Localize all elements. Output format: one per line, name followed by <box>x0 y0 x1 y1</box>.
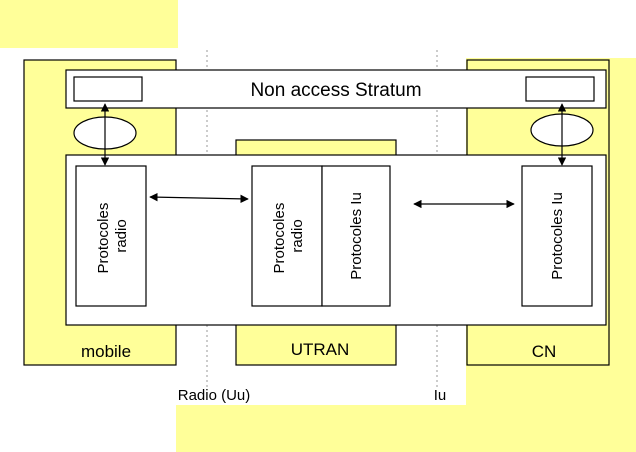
nas-cn-box <box>525 76 595 102</box>
iu-interface-label: Iu <box>434 387 447 404</box>
utran-radio-line-2: radio <box>289 219 306 252</box>
cn-label: CN <box>532 342 557 361</box>
utran-label: UTRAN <box>291 340 350 359</box>
utran-radio-line-1: Protocoles <box>271 203 288 274</box>
cn-protocol-box <box>521 165 593 307</box>
radio-interface-label: Radio (Uu) <box>178 387 251 404</box>
mobile-protocol-line-1: Protocoles <box>95 203 112 274</box>
mobile-label: mobile <box>81 342 131 361</box>
radio-peer-arrow <box>149 192 249 204</box>
nas-label: Non access Stratum <box>250 80 421 101</box>
utran-iu-protocol-label: Protocoles Iu <box>348 192 365 280</box>
background-band-bottom-left <box>0 405 178 452</box>
nas-mobile-box <box>73 76 143 102</box>
utran-iu-protocol-box <box>321 165 391 307</box>
background-band-bottom-middle <box>176 405 466 452</box>
mobile-protocol-label: Protocoles radio <box>95 198 130 273</box>
mobile-protocol-line-2: radio <box>113 219 130 252</box>
utran-radio-protocol-label: Protocoles radio <box>271 198 306 273</box>
background-band-top-left <box>0 0 178 48</box>
nas-bar <box>65 69 607 109</box>
mobile-protocol-box <box>75 165 147 307</box>
cn-protocol-label: Protocoles Iu <box>549 192 566 280</box>
